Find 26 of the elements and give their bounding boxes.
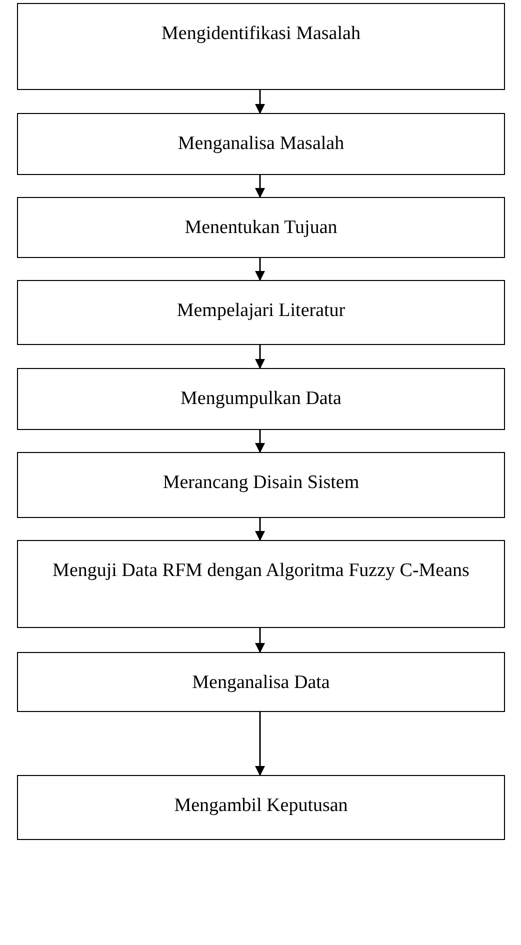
step-label: Merancang Disain Sistem [162,471,360,495]
step-label: Mengidentifikasi Masalah [162,22,360,46]
arrow [255,628,265,653]
arrow [255,712,265,776]
step-label: Menentukan Tujuan [184,216,338,240]
step-label: Mengumpulkan Data [180,387,342,411]
arrow [255,518,265,541]
arrow [255,345,265,369]
process-box [17,368,505,430]
arrow [255,430,265,453]
process-box [17,197,505,258]
process-box [17,113,505,175]
process-box [17,3,505,90]
step-label: Menguji Data RFM dengan Algoritma Fuzzy C-Means [52,559,470,583]
step-label: Menganalisa Masalah [178,132,344,156]
process-box [17,280,505,345]
process-box [17,652,505,712]
arrow [255,258,265,281]
step-label: Mengambil Keputusan [174,794,348,818]
process-box [17,452,505,518]
process-box [17,775,505,840]
arrow [255,90,265,114]
arrow [255,175,265,198]
process-box [17,540,505,628]
step-label: Menganalisa Data [192,671,330,695]
step-label: Mempelajari Literatur [176,299,346,323]
